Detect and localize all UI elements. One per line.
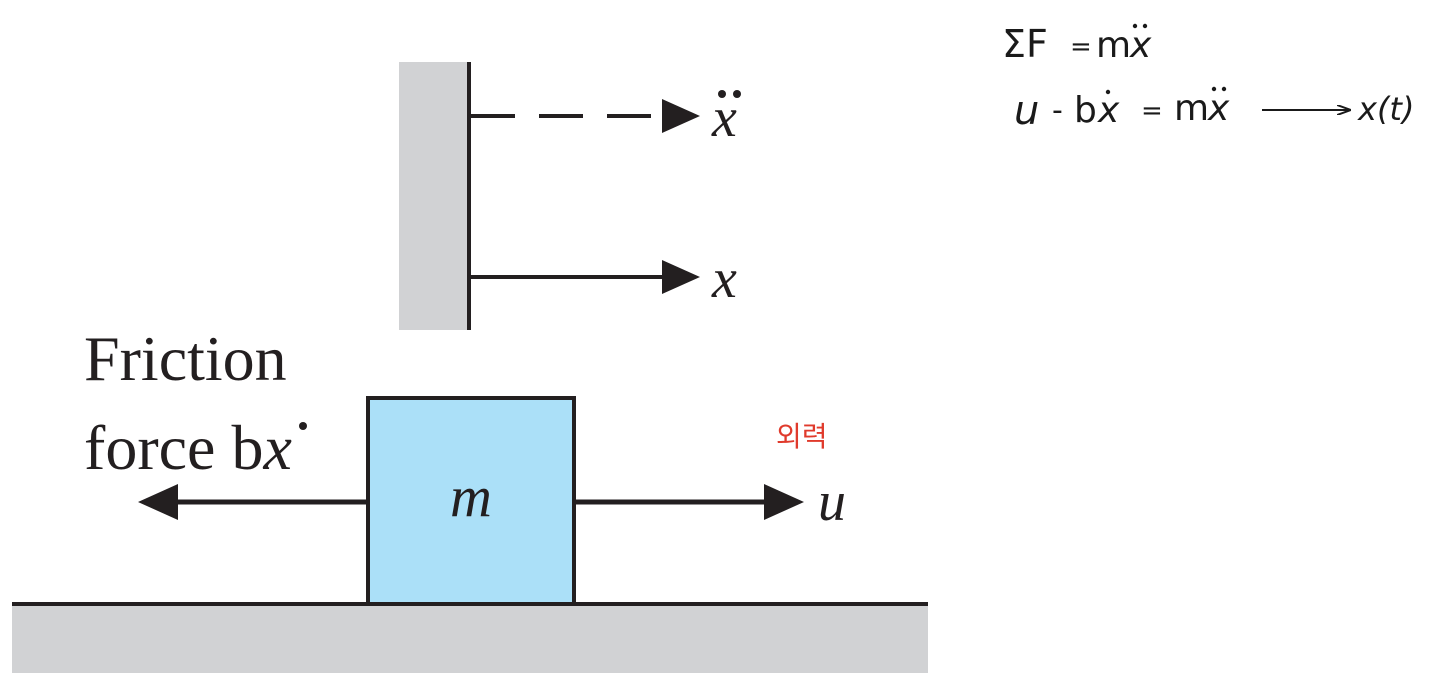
equation-2-mass: m [1174, 88, 1209, 129]
reference-wall [399, 62, 469, 330]
equation-1-equals: = [1070, 32, 1092, 62]
equation-2-acc-dot-left [1211, 86, 1217, 92]
friction-label-text: force b [84, 412, 263, 483]
equation-2-acceleration: x [1207, 88, 1230, 129]
friction-label-variable: x [262, 412, 291, 483]
friction-velocity-dot [299, 422, 307, 430]
position-arrow-head [662, 260, 700, 294]
equation-2: u - b x = m x x(t) [1014, 86, 1414, 134]
equation-1-mass: m [1096, 25, 1131, 66]
equation-2-equals: = [1141, 96, 1163, 126]
equation-1-dot-right [1142, 23, 1148, 29]
friction-label-line1: Friction [84, 323, 287, 394]
acceleration-dot-right [733, 90, 741, 98]
equation-1-lhs: ΣF [1002, 22, 1048, 66]
mass-label: m [450, 464, 492, 529]
equation-2-acc-dot-right [1221, 86, 1227, 92]
mass-block [366, 396, 576, 606]
ground-block [12, 604, 928, 673]
friction-arrow-head [138, 484, 178, 520]
acceleration-dot-left [718, 90, 726, 98]
equation-2-minus: - [1052, 93, 1063, 128]
friction-label-line2: force bx [84, 412, 292, 483]
equation-2-velocity: x [1097, 90, 1120, 131]
equation-2-damping: b [1074, 90, 1097, 131]
position-label: x [711, 248, 737, 310]
equation-1-dot-left [1132, 23, 1138, 29]
equation-2-result: x(t) [1357, 90, 1414, 128]
acceleration-arrow-head [662, 99, 700, 133]
equation-1-variable: x [1129, 25, 1152, 66]
equation-1: ΣF = m x [1002, 22, 1152, 66]
input-force-arrow-head [764, 484, 804, 520]
input-force-label: u [818, 471, 846, 533]
equation-2-velocity-dot [1105, 89, 1111, 95]
external-force-annotation: 외력 [776, 420, 828, 453]
equation-2-input: u [1014, 88, 1039, 134]
